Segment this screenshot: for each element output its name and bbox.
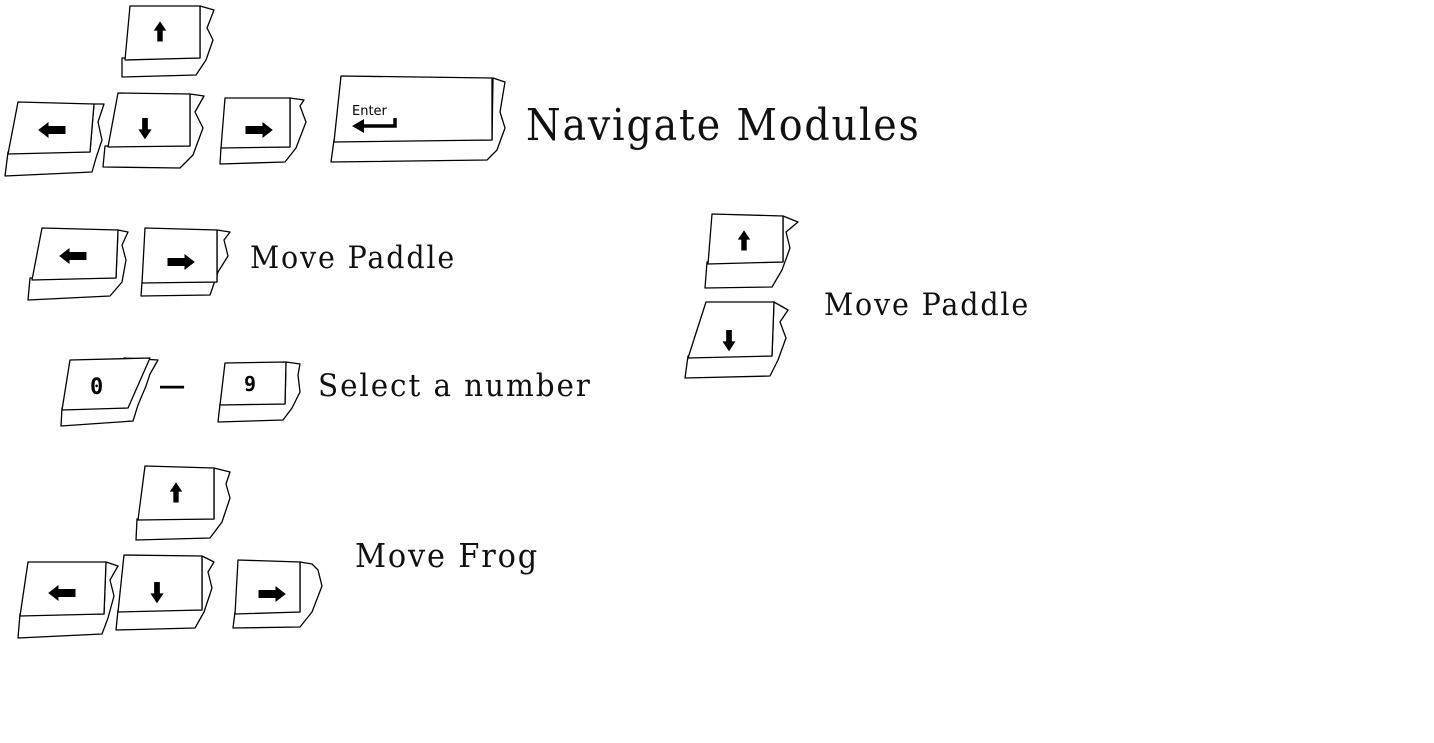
paddle-right-key bbox=[140, 227, 231, 297]
frog-down-key bbox=[115, 554, 215, 631]
move-paddle-vertical-label: Move Paddle bbox=[824, 287, 1031, 323]
digit-nine-key: 9 bbox=[217, 361, 301, 423]
paddle-down-key bbox=[684, 301, 789, 379]
move-frog-label: Move Frog bbox=[355, 536, 539, 575]
frog-right-key bbox=[232, 559, 323, 629]
frog-up-key bbox=[135, 465, 231, 541]
digit-zero-key: 0 bbox=[60, 357, 159, 427]
nav-right-key bbox=[219, 97, 307, 165]
enter-icon bbox=[352, 118, 397, 133]
navigate-modules-label: Navigate Modules bbox=[526, 100, 921, 151]
digit-range-separator: — bbox=[160, 362, 185, 408]
nav-up-key bbox=[121, 5, 215, 78]
enter-key-label: Enter bbox=[352, 104, 388, 119]
digit-nine-label: 9 bbox=[244, 372, 256, 396]
select-number-label: Select a number bbox=[318, 368, 592, 404]
digit-zero-label: 0 bbox=[90, 375, 103, 400]
paddle-up-key bbox=[704, 213, 799, 289]
paddle-left-key bbox=[27, 227, 129, 301]
nav-down-key bbox=[102, 92, 205, 169]
enter-key: Enter bbox=[330, 75, 506, 163]
nav-left-key bbox=[4, 101, 105, 177]
frog-left-key bbox=[17, 561, 119, 639]
move-paddle-horizontal-label: Move Paddle bbox=[250, 240, 457, 276]
